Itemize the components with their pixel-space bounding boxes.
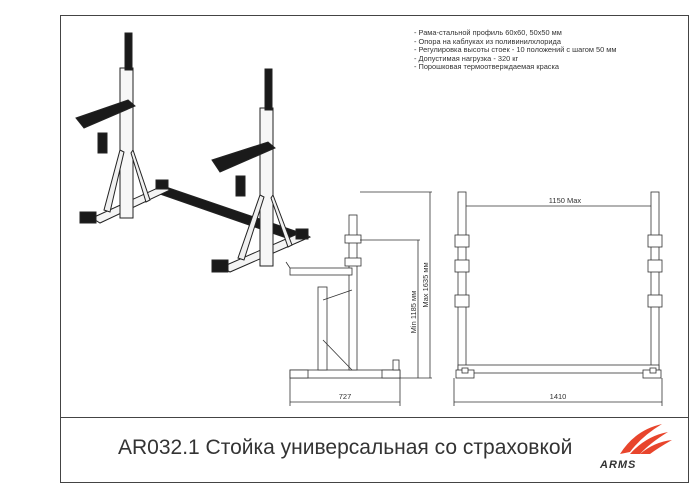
right-upright — [259, 107, 274, 267]
spec-item: - Регулировка высоты стоек - 10 положени… — [414, 45, 617, 55]
dim-height-max: Max 1635 мм — [421, 262, 430, 307]
right-safety-catch — [235, 175, 246, 197]
dim-height-min: Min 1185 мм — [409, 291, 418, 334]
front-right-clamp-2 — [647, 259, 663, 273]
side-clamp — [344, 234, 362, 244]
front-crossbar — [457, 364, 660, 374]
front-right-post — [650, 191, 660, 373]
side-lower-column — [317, 286, 328, 371]
front-bolt-right — [649, 367, 657, 374]
spec-item: - Порошковая термоотверждаемая краска — [414, 62, 560, 72]
right-foot-rear — [295, 228, 309, 240]
side-clamp-2 — [344, 257, 362, 267]
title-block-divider — [60, 417, 689, 418]
side-foot-right — [381, 369, 401, 379]
side-hook-lip — [285, 261, 291, 269]
spec-list: - Рама-стальной профиль 60х60, 50х50 мм … — [414, 28, 617, 72]
spec-item: - Рама-стальной профиль 60х60, 50х50 мм — [414, 28, 562, 37]
logo-swoosh — [620, 424, 662, 454]
front-right-clamp — [647, 234, 663, 248]
arms-logo — [620, 424, 672, 454]
front-dimensions — [453, 205, 663, 406]
side-diagonal — [322, 289, 353, 301]
left-brace — [103, 149, 125, 213]
right-hook — [211, 141, 276, 173]
logo-swoosh-2 — [630, 432, 668, 454]
side-upright — [348, 214, 358, 371]
right-brace — [237, 194, 265, 261]
left-foot — [79, 211, 97, 224]
left-upright-post — [124, 32, 133, 71]
right-brace-2 — [270, 193, 293, 248]
side-knob — [392, 359, 400, 371]
side-foot-left — [289, 369, 309, 379]
dim-width: 1410 — [550, 392, 567, 401]
dim-width-max: 1150 Max — [549, 196, 582, 205]
front-left-clamp-2 — [454, 259, 470, 273]
front-right-clamp-3 — [647, 294, 663, 308]
left-foot-rear — [155, 179, 169, 190]
spec-item: - Допустимая нагрузка - 320 кг — [414, 53, 519, 63]
left-hook — [75, 99, 136, 129]
right-foot — [211, 259, 229, 273]
side-view — [285, 191, 432, 406]
front-view — [454, 191, 663, 379]
left-safety-catch — [97, 132, 108, 154]
front-left-clamp-3 — [454, 294, 470, 308]
dim-depth: 727 — [339, 392, 352, 401]
spec-item: - Опора на каблуках из поливинилхлорида — [414, 36, 561, 46]
brand-wordmark: ARMS — [600, 459, 637, 471]
front-left-post — [457, 191, 467, 373]
logo-swoosh-3 — [640, 440, 672, 454]
front-bolt-left — [461, 367, 469, 374]
left-brace-2 — [130, 148, 151, 203]
front-left-clamp — [454, 234, 470, 248]
drawing-title: AR032.1 Стойка универсальная со страховк… — [118, 436, 573, 459]
side-diagonal-2 — [322, 339, 353, 371]
side-hook — [289, 267, 353, 276]
right-upright-post — [264, 68, 273, 111]
isometric-rack-view — [75, 32, 312, 273]
left-upright — [119, 67, 134, 219]
drawing-frame — [60, 15, 689, 483]
